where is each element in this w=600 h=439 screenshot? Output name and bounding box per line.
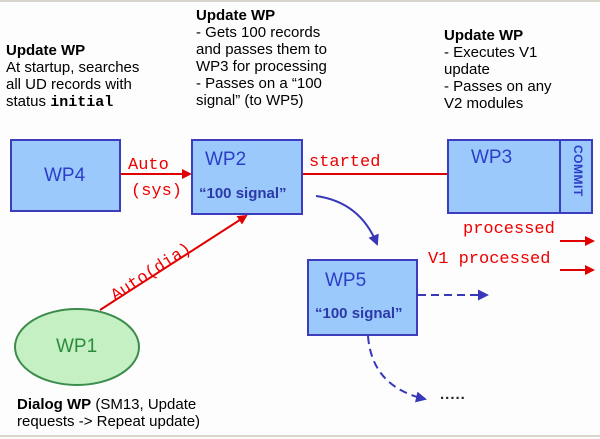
wp2-note-line: - Gets 100 records	[196, 24, 321, 41]
wp4-note-line: all UD records with	[6, 76, 132, 93]
wp5-node: WP5 “100 signal”	[307, 259, 418, 336]
wp1-label: WP1	[56, 336, 98, 357]
edge-label-v1-processed: V1 processed	[428, 250, 551, 269]
wp4-note: Update WP At startup, searches all UD re…	[6, 42, 139, 111]
wp5-label: WP5	[325, 270, 367, 291]
wp3-note-line: update	[444, 61, 490, 78]
wp3-note-title: Update WP	[444, 27, 524, 44]
wp2-note-line: and passes them to	[196, 41, 327, 58]
wp3-label: WP3	[471, 147, 513, 168]
wp2-node: WP2 “100 signal”	[191, 139, 303, 215]
wp4-node: WP4	[10, 139, 121, 212]
wp3-node: WP3 COMMIT	[447, 139, 593, 214]
wp2-note-line: WP3 for processing	[196, 58, 327, 75]
wp1-node-shape	[14, 308, 140, 386]
commit-label: COMMIT	[571, 145, 585, 197]
wp1-note: Dialog WP (SM13, Update requests -> Repe…	[17, 396, 200, 430]
wp3-note: Update WP - Executes V1 update - Passes …	[444, 27, 552, 112]
edge-label-processed: processed	[463, 220, 555, 239]
wp5-signal: “100 signal”	[315, 305, 403, 322]
wp3-note-line: - Passes on any	[444, 78, 552, 95]
edge-label-auto: Auto	[128, 156, 169, 175]
wp1-note-title: Dialog WP	[17, 396, 92, 413]
wp4-note-status-value: initial	[50, 94, 114, 111]
wp1-note-line: requests -> Repeat update)	[17, 413, 201, 430]
wp2-signal: “100 signal”	[199, 185, 287, 202]
arrow-wp1-wp2	[99, 214, 248, 311]
wp4-note-status-prefix: status	[6, 93, 51, 110]
wp4-note-title: Update WP	[6, 42, 86, 59]
wp2-note-title: Update WP	[196, 7, 276, 24]
arrow-wp5-down	[367, 335, 427, 403]
edge-label-sys: (sys)	[131, 182, 183, 201]
wp1-note-title-rest: (SM13, Update	[91, 396, 197, 413]
wp2-note-line: - Passes on a “100	[196, 75, 322, 92]
wp4-label: WP4	[44, 165, 86, 186]
wp2-note-line: signal” (to WP5)	[196, 92, 304, 109]
commit-section: COMMIT	[559, 139, 593, 214]
wp4-note-line: At startup, searches	[6, 59, 140, 76]
continuation-dots: .....	[440, 386, 466, 403]
arrow-wp2-wp5	[315, 195, 379, 246]
edge-label-started: started	[309, 153, 381, 172]
wp3-note-line: - Executes V1	[444, 44, 538, 61]
wp2-note: Update WP - Gets 100 records and passes …	[196, 7, 327, 109]
wp2-label: WP2	[205, 149, 247, 170]
wp3-note-line: V2 modules	[444, 95, 524, 112]
